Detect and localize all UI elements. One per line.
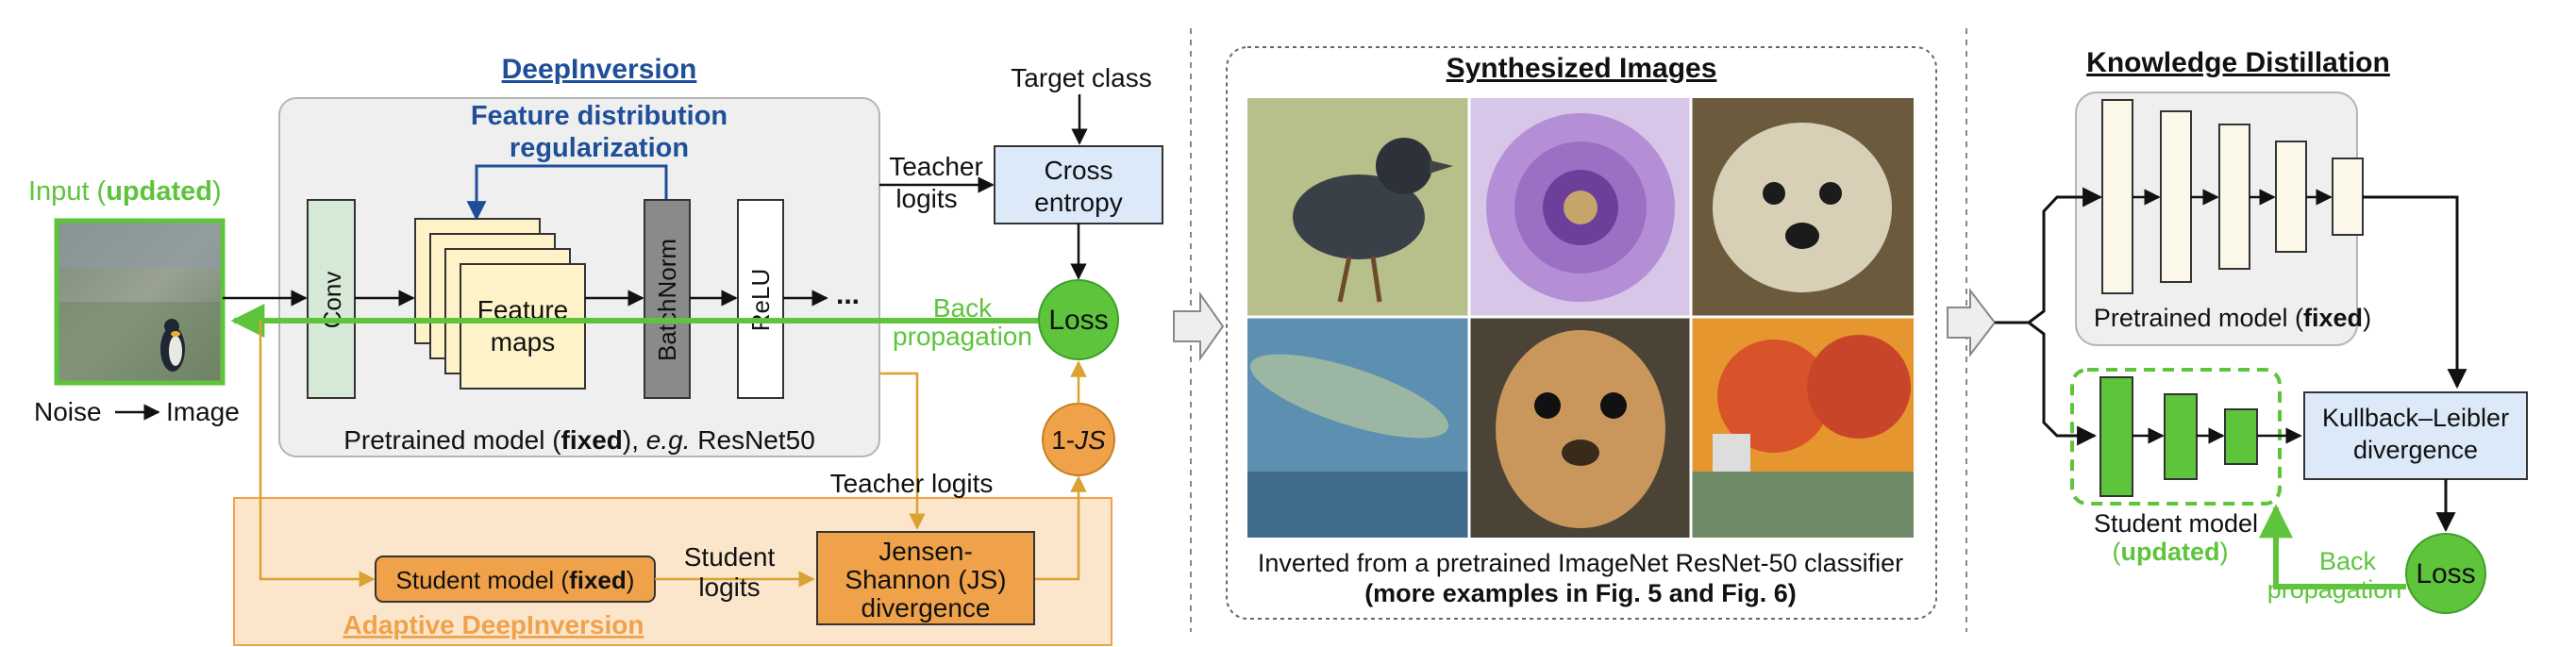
student-logits-line2: logits (698, 572, 760, 602)
kd-back-prop-line2: propagation (2267, 575, 2402, 604)
jsd-line2: Shannon (JS) (845, 565, 1006, 594)
synthesized-title: Synthesized Images (1447, 53, 1717, 84)
image-label: Image (166, 397, 240, 426)
kd-student-layer-2 (2164, 393, 2198, 480)
synth-image-boathouse (1691, 317, 1914, 538)
noise-label: Noise (34, 397, 102, 426)
jsd-box (816, 531, 1035, 625)
hollow-arrow-2 (1947, 288, 1997, 357)
kd-loss-circle (2405, 533, 2486, 614)
kd-teacher-layer-2 (2160, 110, 2192, 283)
ellipsis: ... (836, 279, 860, 310)
loss-circle (1038, 279, 1119, 360)
jsd-line1: Jensen- (878, 537, 973, 566)
jsd-line3: divergence (861, 593, 991, 622)
kd-kl-line1: Kullback–Leibler (2322, 404, 2509, 432)
pretrained-caption: Pretrained model (fixed), e.g. ResNet50 (343, 425, 815, 455)
cross-entropy-box (994, 145, 1163, 224)
hollow-arrow-1 (1173, 290, 1225, 362)
loss-label: Loss (1048, 305, 1108, 336)
kd-loss-label: Loss (2416, 558, 2475, 589)
kd-back-prop-arrow (2259, 504, 2406, 589)
synth-image-fish (1247, 317, 1469, 538)
kd-title: Knowledge Distillation (2086, 47, 2390, 78)
deepinversion-title: DeepInversion (502, 54, 697, 85)
kd-teacher-layer-3 (2218, 124, 2250, 270)
adaptive-title: Adaptive DeepInversion (343, 610, 644, 639)
kd-kl-line2: divergence (2353, 436, 2478, 464)
kd-teacher-layer-4 (2275, 141, 2307, 253)
synthesized-caption-line2: (more examples in Fig. 5 and Fig. 6) (1364, 579, 1797, 607)
target-class-label: Target class (1011, 63, 1151, 92)
feature-reg-arrow (466, 164, 668, 222)
teacher-logits-top-line2: logits (895, 184, 957, 213)
kd-pretrained-caption: Pretrained model (fixed) (2094, 304, 2371, 332)
input-image (54, 218, 226, 386)
cross-entropy-line2: entropy (1034, 188, 1122, 217)
kd-teacher-layer-5 (2332, 158, 2364, 236)
kd-kl-box (2303, 391, 2528, 480)
batchnorm-label: BatchNorm (653, 239, 681, 361)
kd-teacher-layer-1 (2101, 99, 2133, 294)
conv-block (307, 199, 356, 399)
feature-reg-line2: regularization (510, 133, 689, 163)
teacher-logits-bottom: Teacher logits (830, 469, 994, 498)
feature-maps-line2: maps (491, 327, 555, 357)
student-model-label: Student model (fixed) (396, 566, 635, 594)
feature-reg-line1: Feature distribution (471, 101, 728, 131)
synth-image-squirrel (1469, 317, 1691, 538)
kd-student-layer-3 (2224, 408, 2258, 465)
synth-image-flower (1469, 98, 1691, 317)
input-label: Input (updated) (28, 176, 222, 207)
relu-block (737, 199, 784, 399)
back-prop-line2: propagation (893, 322, 1032, 351)
kd-student-line2: (updated) (2113, 538, 2229, 566)
kd-branch-to-student (2028, 321, 2098, 446)
synth-image-bird (1247, 98, 1469, 317)
synthesized-caption-line1: Inverted from a pretrained ImageNet ResN… (1258, 549, 1903, 577)
synth-image-dog (1691, 98, 1914, 317)
arrow-input-student (259, 321, 376, 588)
back-prop-line1: Back (933, 293, 993, 323)
kd-teacher-to-kl (2363, 195, 2467, 390)
cross-entropy-line1: Cross (1044, 156, 1112, 185)
student-logits-line1: Student (684, 542, 776, 572)
arrow-teacher-jsd (879, 372, 926, 530)
kd-back-prop-line1: Back (2319, 547, 2377, 575)
kd-student-line1: Student model (2094, 509, 2258, 538)
batchnorm-block (644, 199, 691, 399)
one-minus-js-label: 1-JS (1051, 425, 1106, 455)
teacher-logits-top-line1: Teacher (889, 152, 983, 181)
kd-branch-to-teacher (1995, 187, 2103, 324)
kd-student-layer-1 (2099, 376, 2133, 497)
arrow-jsd-js (1034, 475, 1087, 581)
